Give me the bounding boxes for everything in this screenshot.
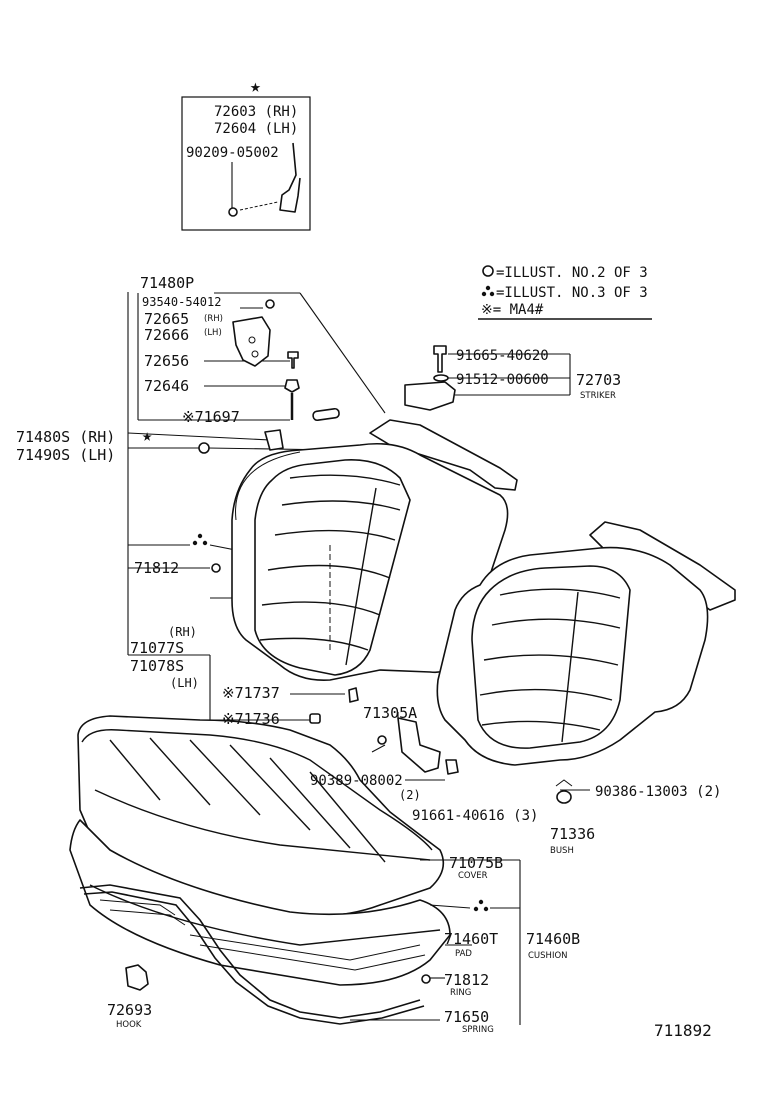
part-labels: 71480P 93540-54012 72665 (RH) 72666 (LH)…: [16, 274, 721, 1040]
seat-cushion: [69, 715, 451, 986]
ring-71812b-icon: [421, 974, 431, 984]
bracket-star-icon: [264, 429, 284, 451]
label-90386: 90386-13003 (2): [595, 784, 721, 800]
legend-circle-icon: [482, 265, 494, 277]
label-72703: 72703: [576, 371, 621, 389]
label-71460B: 71460B: [526, 930, 580, 948]
label-91512: 91512-00600: [456, 372, 549, 388]
legend-item-2: =ILLUST. NO.3 OF 3: [496, 285, 648, 301]
seat-back-rh: [231, 419, 518, 682]
bracket-71305A-icon: [397, 717, 441, 773]
screw-icon: [228, 207, 238, 217]
label-71305A: 71305A: [363, 704, 417, 722]
label-71078-lh: (LH): [170, 676, 199, 690]
washer-91512-icon: [433, 374, 449, 382]
label-72703-sub: STRIKER: [580, 391, 616, 401]
callout-lines-right: [350, 859, 521, 1025]
label-72665-side: (RH): [204, 314, 223, 324]
label-71480P: 71480P: [140, 274, 194, 292]
label-71075B: 71075B: [449, 854, 503, 872]
clip-71737-icon: [348, 687, 359, 703]
seat-back-face-lh: [471, 565, 631, 749]
striker-assembly: [404, 345, 571, 411]
label-71336-sub: BUSH: [550, 846, 574, 856]
spring-frame-71650: [79, 884, 426, 1025]
marker-dots-icon: [192, 533, 208, 546]
nut-90389-icon: [377, 735, 387, 745]
figure-number: 711892: [654, 1021, 712, 1040]
label-72603: 72603 (RH): [214, 104, 298, 120]
label-71697: ※71697: [182, 408, 240, 426]
hinge-72665-icon: [232, 316, 271, 367]
label-90389: 90389-08002: [310, 773, 403, 789]
label-71650: 71650: [444, 1008, 489, 1026]
label-71075B-sub: COVER: [458, 871, 488, 881]
label-71480S: 71480S (RH): [16, 428, 115, 446]
legend-item-3: ※= MA4#: [481, 302, 544, 318]
cushion-pad-71460T: [69, 819, 451, 986]
legend-item-1: =ILLUST. NO.2 OF 3: [496, 265, 648, 281]
label-72665: 72665: [144, 310, 189, 328]
hook-72693-icon: [125, 964, 149, 991]
label-72656: 72656: [144, 352, 189, 370]
inset-star-icon: ★: [250, 76, 261, 97]
bolt-72646-icon: [284, 379, 300, 393]
bush-71336-icon: [556, 790, 572, 804]
label-71490S: 71490S (LH): [16, 446, 115, 464]
label-90209: 90209-05002: [186, 145, 279, 161]
label-71460B-sub: CUSHION: [528, 951, 568, 961]
screw-93540-icon: [265, 299, 275, 309]
bolt-91661-icon: [445, 759, 459, 775]
bolt-91665-icon: [433, 345, 447, 373]
label-91665: 91665-40620: [456, 348, 549, 364]
label-71336: 71336: [550, 825, 595, 843]
bolt-72656-icon: [287, 351, 299, 369]
label-71077-rh: (RH): [168, 625, 197, 639]
label-71736: ※71736: [222, 710, 280, 728]
label-72666-side: (LH): [204, 328, 222, 338]
ring-71812-icon: [211, 563, 221, 573]
small-parts-left: [192, 299, 359, 724]
label-71737: ※71737: [222, 684, 280, 702]
inset-box: ★ 72603 (RH) 72604 (LH) 90209-05002: [181, 76, 311, 231]
label-72693-sub: HOOK: [116, 1020, 142, 1030]
label-71460T-sub: PAD: [455, 949, 472, 959]
inset-bracket-icon: [279, 142, 301, 213]
legend-dots-icon: [481, 285, 495, 297]
label-72693: 72693: [107, 1001, 152, 1019]
striker-72703-icon: [404, 381, 456, 411]
label-71077S: 71077S: [130, 639, 184, 657]
marker-circle-icon: [198, 442, 210, 454]
label-72666: 72666: [144, 326, 189, 344]
label-72604: 72604 (LH): [214, 121, 298, 137]
label-71812b-sub: RING: [450, 988, 471, 998]
seat-back-lh: [436, 521, 736, 766]
star-marker-icon: ★: [142, 426, 152, 446]
center-brackets: [371, 712, 590, 804]
label-71812a: 71812: [134, 559, 179, 577]
label-71812b: 71812: [444, 971, 489, 989]
spacer-71697-icon: [312, 407, 340, 422]
label-93540: 93540-54012: [142, 295, 221, 309]
label-72646: 72646: [144, 377, 189, 395]
marker-dots-icon-2: [473, 899, 489, 912]
seat-back-frame-rh: [369, 419, 518, 491]
legend: =ILLUST. NO.2 OF 3 =ILLUST. NO.3 OF 3 ※=…: [478, 265, 652, 320]
label-71650-sub: SPRING: [462, 1025, 494, 1035]
label-91661: 91661-40616 (3): [412, 808, 538, 824]
clip-71736-icon: [309, 713, 321, 724]
label-90389-qty: (2): [399, 788, 421, 802]
label-71460T: 71460T: [444, 930, 498, 948]
label-71078S: 71078S: [130, 657, 184, 675]
